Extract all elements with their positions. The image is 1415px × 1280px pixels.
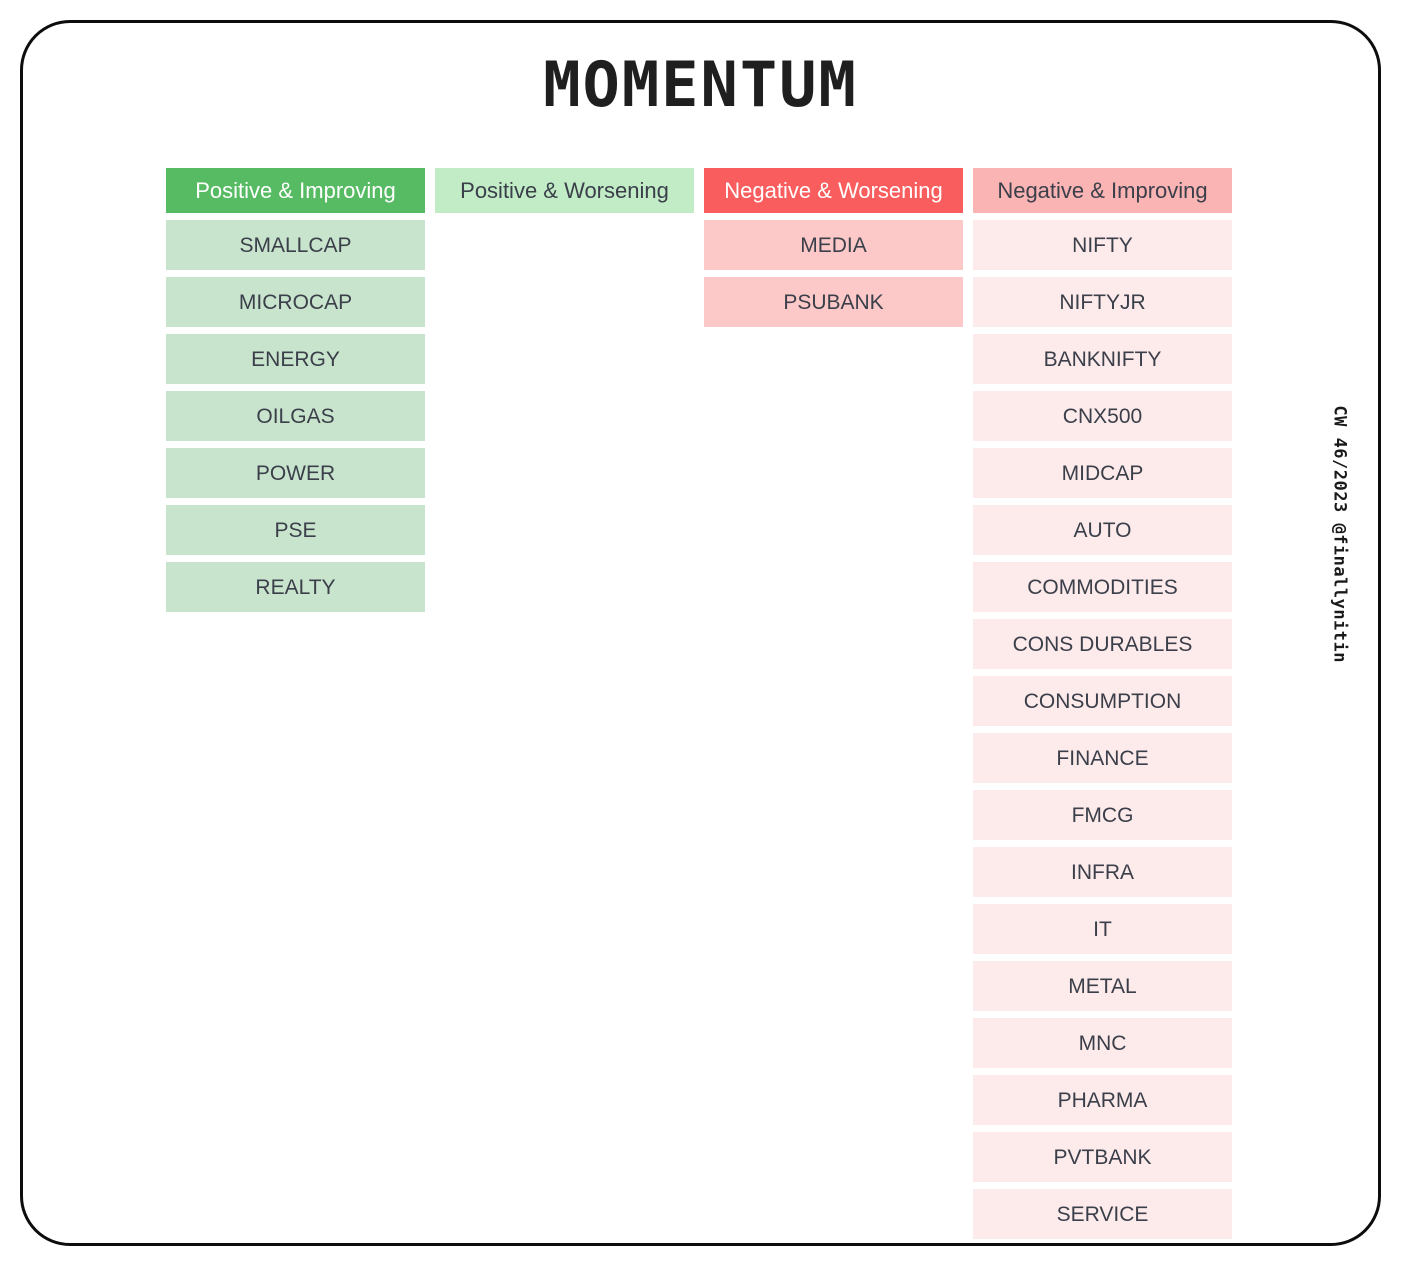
list-item[interactable]: SMALLCAP <box>166 220 425 270</box>
list-item[interactable]: SERVICE <box>973 1189 1232 1239</box>
list-item[interactable]: ENERGY <box>166 334 425 384</box>
list-item[interactable]: METAL <box>973 961 1232 1011</box>
list-item[interactable]: PSE <box>166 505 425 555</box>
list-item[interactable]: IT <box>973 904 1232 954</box>
list-item[interactable]: MNC <box>973 1018 1232 1068</box>
list-item[interactable]: REALTY <box>166 562 425 612</box>
list-item[interactable]: BANKNIFTY <box>973 334 1232 384</box>
list-item[interactable]: POWER <box>166 448 425 498</box>
list-item[interactable]: OILGAS <box>166 391 425 441</box>
list-item[interactable]: MIDCAP <box>973 448 1232 498</box>
column-header-positive-worsening[interactable]: Positive & Worsening <box>435 168 694 213</box>
page-title: MOMENTUM <box>543 48 858 121</box>
list-item[interactable]: MICROCAP <box>166 277 425 327</box>
list-item[interactable]: FINANCE <box>973 733 1232 783</box>
list-item[interactable]: CONSUMPTION <box>973 676 1232 726</box>
list-item[interactable]: AUTO <box>973 505 1232 555</box>
list-item[interactable]: MEDIA <box>704 220 963 270</box>
list-item[interactable]: PSUBANK <box>704 277 963 327</box>
list-item[interactable]: CONS DURABLES <box>973 619 1232 669</box>
list-item[interactable]: FMCG <box>973 790 1232 840</box>
list-item[interactable]: PVTBANK <box>973 1132 1232 1182</box>
column-header-positive-improving[interactable]: Positive & Improving <box>166 168 425 213</box>
list-item[interactable]: CNX500 <box>973 391 1232 441</box>
watermark-credit: CW 46/2023 @finallynitin <box>1330 405 1350 663</box>
column-positive-worsening: Positive & Worsening <box>435 168 694 213</box>
list-item[interactable]: INFRA <box>973 847 1232 897</box>
list-item[interactable]: COMMODITIES <box>973 562 1232 612</box>
list-item[interactable]: PHARMA <box>973 1075 1232 1125</box>
column-header-negative-improving[interactable]: Negative & Improving <box>973 168 1232 213</box>
column-header-negative-worsening[interactable]: Negative & Worsening <box>704 168 963 213</box>
list-item[interactable]: NIFTY <box>973 220 1232 270</box>
list-item[interactable]: NIFTYJR <box>973 277 1232 327</box>
